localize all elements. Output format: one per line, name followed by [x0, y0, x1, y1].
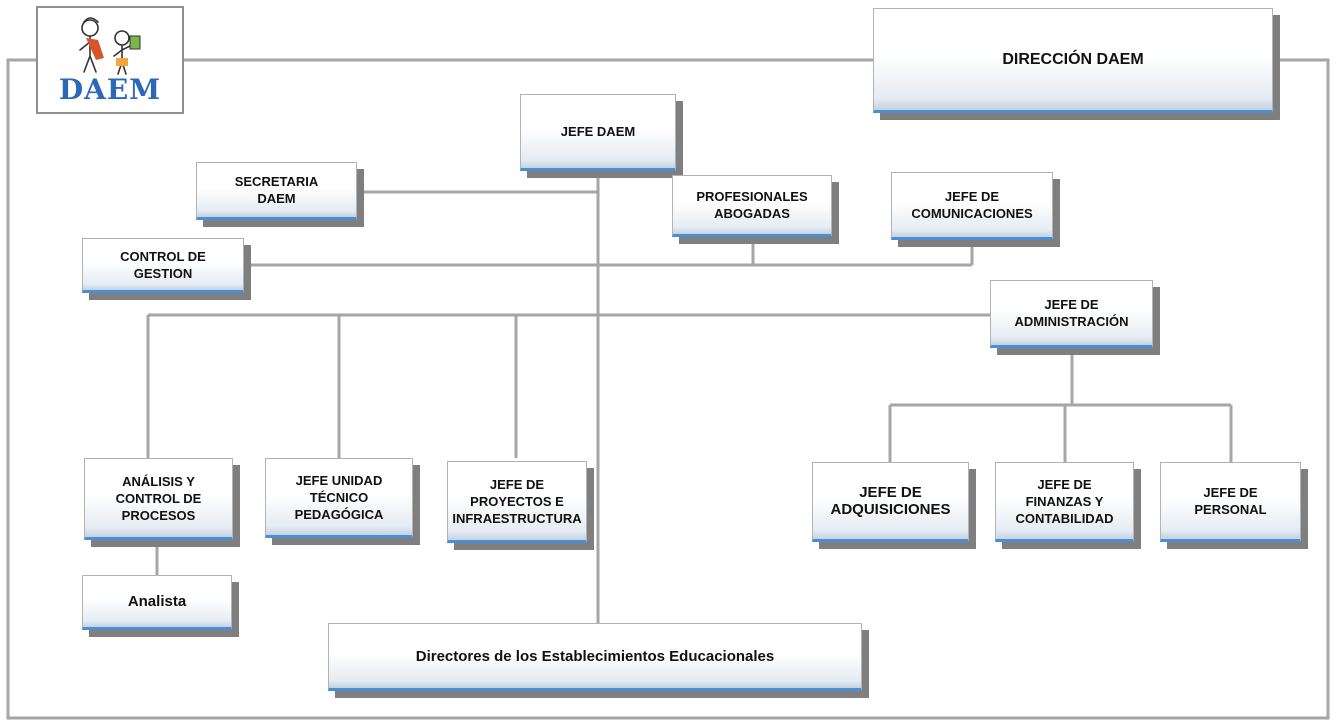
node-control-gestion: CONTROL DE GESTION — [82, 238, 244, 293]
node-jefe-proyectos: JEFE DE PROYECTOS E INFRAESTRUCTURA — [447, 461, 587, 543]
scarf-icon — [86, 38, 104, 60]
node-jefe-finanzas: JEFE DE FINANZAS Y CONTABILIDAD — [995, 462, 1134, 542]
node-profesionales-abogadas: PROFESIONALES ABOGADAS — [672, 175, 832, 237]
title-direccion-daem: DIRECCIÓN DAEM — [873, 8, 1273, 113]
node-analista: Analista — [82, 575, 232, 630]
node-jefe-utp: JEFE UNIDAD TÉCNICO PEDAGÓGICA — [265, 458, 413, 538]
node-jefe-personal: JEFE DE PERSONAL — [1160, 462, 1301, 542]
node-jefe-administracion: JEFE DE ADMINISTRACIÓN — [990, 280, 1153, 348]
node-secretaria-daem: SECRETARIA DAEM — [196, 162, 357, 220]
outer-frame-line — [6, 58, 1330, 720]
node-analisis-control-procesos: ANÁLISIS Y CONTROL DE PROCESOS — [84, 458, 233, 540]
book-icon — [129, 35, 141, 50]
daem-logo: DAEM — [36, 6, 184, 114]
node-jefe-adquisiciones: JEFE DE ADQUISICIONES — [812, 462, 969, 542]
node-directores-establecimientos: Directores de los Establecimientos Educa… — [328, 623, 862, 691]
children-illustration-icon — [79, 17, 141, 75]
node-jefe-daem: JEFE DAEM — [520, 94, 676, 171]
node-jefe-comunicaciones: JEFE DE COMUNICACIONES — [891, 172, 1053, 240]
logo-text: DAEM — [58, 73, 162, 106]
